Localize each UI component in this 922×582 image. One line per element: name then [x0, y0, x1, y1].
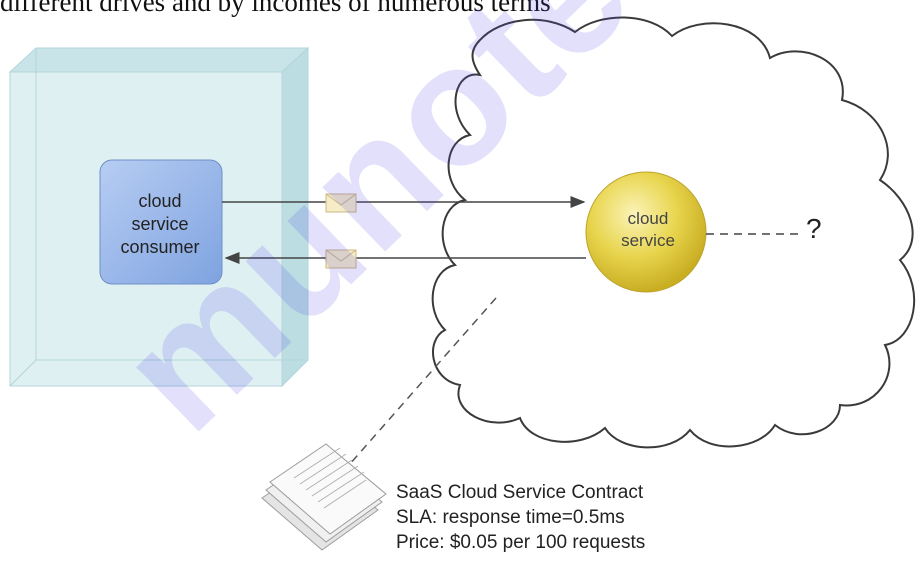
cloud-service-label: cloud service: [598, 208, 698, 252]
consumer-label-line: service: [131, 214, 189, 234]
contract-sla: SLA: response time=0.5ms: [396, 507, 625, 528]
service-label-line: cloud: [627, 209, 669, 228]
cloud-service-consumer-box[interactable]: [99, 159, 223, 285]
cloud-service-sphere[interactable]: [585, 171, 707, 293]
document-icon: [261, 443, 387, 551]
cloud-service-consumer-label: cloud service consumer: [100, 190, 220, 259]
unknown-marker: ?: [806, 213, 822, 244]
contract-title: SaaS Cloud Service Contract: [396, 482, 644, 503]
envelope-icon: [325, 249, 357, 269]
service-label-line: service: [621, 231, 675, 250]
header-text: different drives and by incomes of numer…: [0, 0, 551, 17]
contract-link-dashed: [319, 297, 497, 499]
consumer-label-line: cloud: [138, 191, 182, 211]
contract-price: Price: $0.05 per 100 requests: [396, 532, 646, 553]
contract-text: SaaS Cloud Service Contract SLA: respons…: [396, 480, 645, 555]
consumer-label-line: consumer: [120, 237, 200, 257]
envelope-icon: [325, 193, 357, 213]
